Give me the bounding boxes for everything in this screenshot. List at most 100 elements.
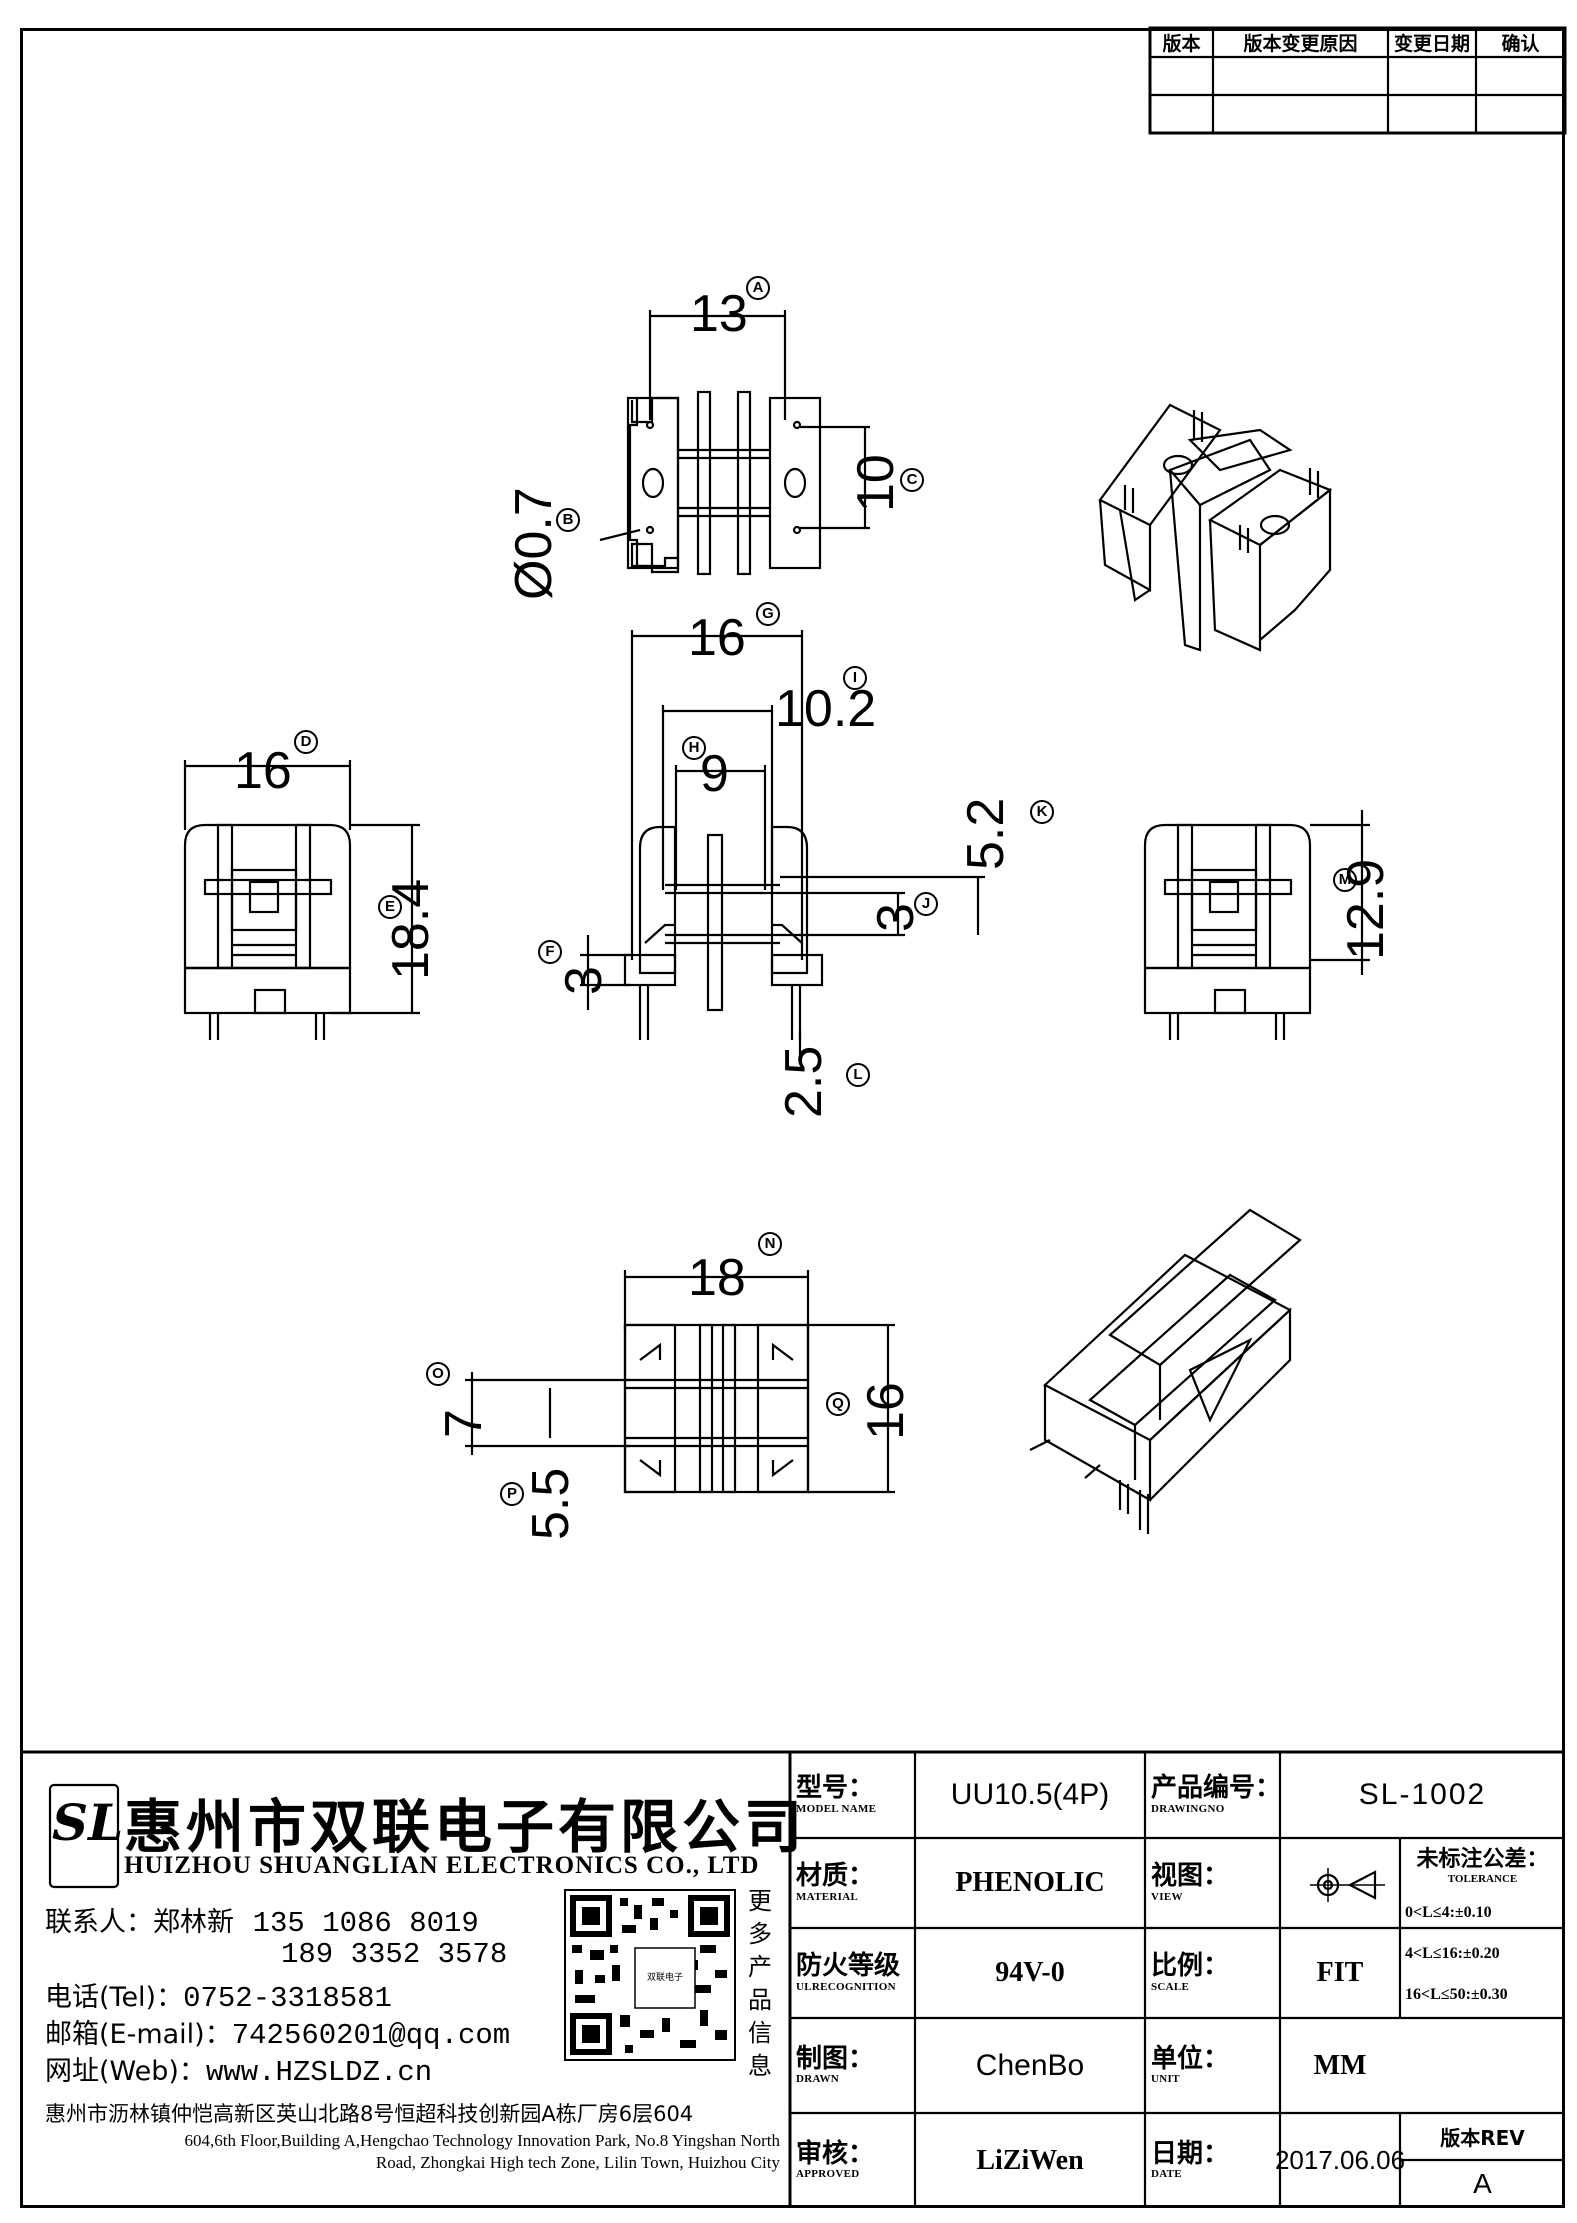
contact-person: 联系人：郑林新 135 1086 8019: [45, 1900, 479, 1940]
company-logo-letters: SL: [52, 1793, 124, 1852]
unit-value: MM: [1313, 2049, 1367, 2081]
email-value: 742560201@qq.com: [231, 2019, 511, 2052]
date-label: 日期： DATE: [1145, 2113, 1286, 2208]
scale-value: FIT: [1316, 1957, 1364, 1988]
drawing-no-label: 产品编号： DRAWINGNO: [1145, 1752, 1286, 1838]
unit-label-cn: 单位：: [1151, 2043, 1230, 2074]
fire-rating-label-en: ULRECOGNITION: [796, 1980, 896, 1993]
qr-caption-char: 多: [748, 1920, 772, 1948]
tel-value: 0752-3318581: [183, 1982, 392, 2015]
tolerance-label: 未标注公差： TOLERANCE: [1400, 1838, 1565, 1888]
approved-value: LiZiWen: [976, 2144, 1084, 2176]
dim-front-width: 16: [688, 609, 746, 667]
bottom-view: [465, 1270, 895, 1494]
marker-p: P: [500, 1482, 524, 1506]
date-value: 2017.06.06: [1274, 2145, 1406, 2175]
drawing-no-label-cn: 产品编号：: [1151, 1773, 1282, 1804]
drawing-no-label-en: DRAWINGNO: [1151, 1802, 1225, 1815]
material-label-cn: 材质：: [796, 1861, 875, 1892]
qr-caption-char: 产: [748, 1953, 772, 1981]
dim-bottom-width: 18: [688, 1249, 746, 1307]
fire-rating-value: 94V-0: [995, 1957, 1065, 1988]
qr-caption: 更 多 产 品 信 息: [745, 1885, 775, 2083]
phone-1: 135 1086 8019: [252, 1907, 479, 1940]
scale-label-en: SCALE: [1151, 1980, 1190, 1993]
scale-label-cn: 比例：: [1151, 1951, 1230, 1982]
scale-label: 比例： SCALE: [1145, 1928, 1286, 2018]
contact-label: 联系人：郑林新: [45, 1907, 234, 1938]
dim-core-width: 9: [700, 745, 729, 803]
web-value: www.HZSLDZ.cn: [205, 2056, 433, 2089]
phone-2: 189 3352 3578: [281, 1938, 508, 1971]
dim-base-height: 3: [555, 966, 613, 995]
email-label: 邮箱(E-mail)：: [45, 2019, 232, 2050]
model-value: UU10.5(4P): [950, 1778, 1110, 1811]
tolerance-label-en: TOLERANCE: [1447, 1873, 1518, 1885]
marker-f: F: [538, 940, 562, 964]
address-en: 604,6th Floor,Building A,Hengchao Techno…: [30, 2130, 780, 2174]
contact-web: 网址(Web)：www.HZSLDZ.cn: [45, 2049, 432, 2089]
qr-caption-char: 品: [748, 1986, 772, 2014]
qr-caption-char: 息: [748, 2052, 772, 2080]
dim-pin-length: 2.5: [775, 1045, 833, 1118]
isometric-view-upper: [1098, 403, 1333, 652]
marker-q: Q: [826, 1392, 850, 1416]
right-side-view: [1143, 810, 1370, 1040]
marker-a: A: [746, 276, 770, 300]
marker-e: E: [378, 895, 402, 919]
company-logo: [48, 1783, 120, 1889]
drawn-label-cn: 制图：: [796, 2043, 875, 2074]
drawn-value: ChenBo: [975, 2048, 1085, 2082]
view-label: 视图： VIEW: [1145, 1838, 1286, 1928]
fire-rating-label: 防火等级 ULRECOGNITION: [790, 1928, 921, 2018]
qr-code: [564, 1889, 736, 2061]
qr-center-label: 双联电子: [646, 1973, 683, 1983]
unit-label: 单位： UNIT: [1145, 2018, 1286, 2113]
marker-c: C: [900, 468, 924, 492]
top-view: [599, 310, 870, 576]
view-label-cn: 视图：: [1151, 1861, 1230, 1892]
address-en-line-1: 604,6th Floor,Building A,Hengchao Techno…: [184, 2131, 780, 2150]
revision-table-grid: [1148, 26, 1567, 135]
date-label-en: DATE: [1151, 2168, 1182, 2181]
dim-bottom-inner: 5.5: [522, 1467, 580, 1540]
model-label-cn: 型号：: [796, 1773, 875, 1804]
tolerance-row: 0<L≤4:±0.10: [1405, 1904, 1492, 1921]
dim-bottom-height: 16: [857, 1382, 915, 1440]
tel-label: 电话(Tel)：: [45, 1982, 184, 2013]
date-label-cn: 日期：: [1151, 2138, 1230, 2169]
fire-rating-label-cn: 防火等级: [796, 1951, 901, 1982]
marker-i: I: [843, 666, 867, 690]
marker-b: B: [556, 508, 580, 532]
marker-l: L: [846, 1063, 870, 1087]
tolerance-label-cn: 未标注公差：: [1416, 1847, 1549, 1872]
material-label-en: MATERIAL: [796, 1890, 859, 1903]
dim-top-height: 10: [847, 454, 905, 512]
tolerance-row: 16<L≤50:±0.30: [1405, 1986, 1508, 2003]
material-label: 材质： MATERIAL: [790, 1838, 921, 1928]
tolerance-list: 0<L≤4:±0.10 4<L≤16:±0.20 16<L≤50:±0.30: [1405, 1892, 1565, 2015]
drawn-label-en: DRAWN: [796, 2073, 840, 2086]
qr-caption-char: 信: [748, 2019, 772, 2047]
company-name-en: HUIZHOU SHUANGLIAN ELECTRONICS CO., LTD: [124, 1852, 760, 1879]
isometric-view-lower: [1029, 1208, 1302, 1534]
model-label-en: MODEL NAME: [796, 1802, 877, 1815]
marker-m: M: [1333, 868, 1357, 892]
rev-label: 版本REV: [1440, 2126, 1525, 2150]
drawn-label: 制图： DRAWN: [790, 2018, 921, 2113]
web-label: 网址(Web)：: [45, 2056, 206, 2087]
marker-j: J: [914, 892, 938, 916]
dim-hole-diameter: Ø0.7: [505, 487, 563, 600]
qr-caption-char: 更: [748, 1887, 772, 1915]
unit-label-en: UNIT: [1151, 2073, 1180, 2086]
model-label: 型号： MODEL NAME: [790, 1752, 921, 1838]
marker-h: H: [682, 736, 706, 760]
rev-value: A: [1473, 2168, 1492, 2199]
address-en-line-2: Road, Zhongkai High tech Zone, Lilin Tow…: [375, 2153, 780, 2172]
front-view: [580, 630, 985, 1060]
marker-o: O: [426, 1362, 450, 1386]
title-block-grid: [20, 1750, 1565, 2208]
revision-header-date: 变更日期: [1393, 33, 1470, 55]
approved-label: 审核： APPROVED: [790, 2113, 921, 2208]
